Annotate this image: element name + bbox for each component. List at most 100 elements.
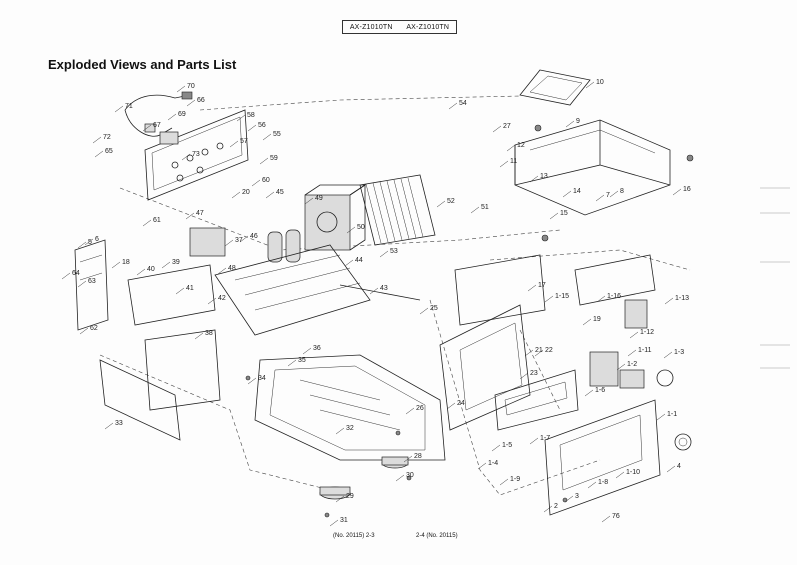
part-number-label: 36: [313, 345, 321, 352]
part-number-label: 47: [196, 210, 204, 217]
leader-line: [92, 136, 102, 144]
part-number-label: 46: [250, 233, 258, 240]
part-number-label: 1-9: [510, 476, 520, 483]
part-number-label: 53: [390, 248, 398, 255]
part-number-label: 48: [228, 265, 236, 272]
leader-line: [344, 259, 354, 267]
part-number-label: 22: [545, 347, 553, 354]
leader-line: [175, 287, 185, 295]
leader-line: [529, 175, 539, 183]
leader-line: [77, 280, 87, 288]
leader-line: [446, 402, 456, 410]
leader-line: [335, 495, 345, 503]
part-number-label: 61: [153, 217, 161, 224]
part-number-label: 20: [242, 189, 250, 196]
leader-line: [616, 363, 626, 371]
part-number-label: 15: [560, 210, 568, 217]
part-number-label: 12: [517, 142, 525, 149]
part-number-label: 30: [406, 472, 414, 479]
top-cover: [514, 69, 671, 216]
leader-line: [167, 113, 177, 121]
part-number-label: 37: [235, 237, 243, 244]
assembly-guides: [99, 95, 691, 496]
leader-line: [194, 332, 204, 340]
footer-page-left: (No. 20115) 2-3: [333, 533, 375, 539]
leader-line: [596, 295, 606, 303]
part-number-label: 1-4: [488, 460, 498, 467]
leader-line: [229, 140, 239, 148]
leader-line: [217, 267, 227, 275]
leader-line: [142, 219, 152, 227]
part-number-label: 44: [355, 257, 363, 264]
leader-line: [656, 413, 666, 421]
leader-line: [601, 515, 611, 523]
leader-line: [84, 238, 94, 246]
front-frame: [439, 254, 546, 431]
leader-line: [207, 297, 217, 305]
leader-line: [186, 99, 196, 107]
leader-line: [176, 85, 186, 93]
leader-line: [142, 124, 152, 132]
leader-line: [419, 307, 429, 315]
rod: [339, 284, 421, 301]
part-number-label: 23: [530, 370, 538, 377]
part-number-label: 60: [262, 177, 270, 184]
leader-line: [585, 81, 595, 89]
leader-line: [562, 190, 572, 198]
leader-line: [544, 295, 554, 303]
part-number-label: 63: [88, 278, 96, 285]
part-number-label: 13: [540, 173, 548, 180]
display-parts: [574, 254, 656, 389]
part-number-label: 10: [596, 79, 604, 86]
part-number-label: 62: [90, 325, 98, 332]
leader-line: [262, 133, 272, 141]
leader-line: [79, 327, 89, 335]
leader-line: [477, 462, 487, 470]
bottom-chassis: [254, 354, 446, 461]
leader-line: [529, 437, 539, 445]
part-number-label: 66: [197, 97, 205, 104]
part-number-label: 5: [88, 239, 92, 246]
leader-line: [251, 179, 261, 187]
part-number-label: 58: [247, 112, 255, 119]
leader-line: [663, 351, 673, 359]
part-number-label: 11: [510, 158, 517, 165]
part-number-label: 42: [218, 295, 226, 302]
sub-chassis: [99, 264, 221, 441]
model-number-right: AX-Z1010TN: [406, 23, 450, 31]
leader-line: [247, 124, 257, 132]
part-number-label: 1-2: [627, 361, 637, 368]
leader-line: [329, 519, 339, 527]
part-number-label: 1-16: [607, 293, 621, 300]
leader-line: [672, 188, 682, 196]
leader-line: [629, 331, 639, 339]
part-number-label: 50: [357, 224, 365, 231]
display-board: [494, 369, 579, 431]
leader-line: [185, 212, 195, 220]
leader-line: [609, 190, 619, 198]
part-number-label: 34: [258, 375, 266, 382]
leader-line: [239, 235, 249, 243]
leader-line: [627, 349, 637, 357]
leader-line: [664, 297, 674, 305]
leader-line: [104, 422, 114, 430]
leader-line: [369, 287, 379, 295]
part-number-label: 1-13: [675, 295, 689, 302]
leader-line: [524, 349, 534, 357]
part-number-label: 43: [380, 285, 388, 292]
leader-line: [615, 471, 625, 479]
leader-line: [259, 157, 269, 165]
part-number-label: 38: [205, 330, 213, 337]
part-number-label: 19: [593, 316, 601, 323]
part-number-label: 1-6: [595, 387, 605, 394]
side-bracket: [74, 239, 109, 331]
part-number-label: 1-15: [555, 293, 569, 300]
part-number-label: 70: [187, 83, 195, 90]
part-number-label: 33: [115, 420, 123, 427]
part-number-label: 29: [346, 493, 354, 500]
part-number-label: 1-8: [598, 479, 608, 486]
leader-line: [506, 144, 516, 152]
leader-line: [231, 191, 241, 199]
